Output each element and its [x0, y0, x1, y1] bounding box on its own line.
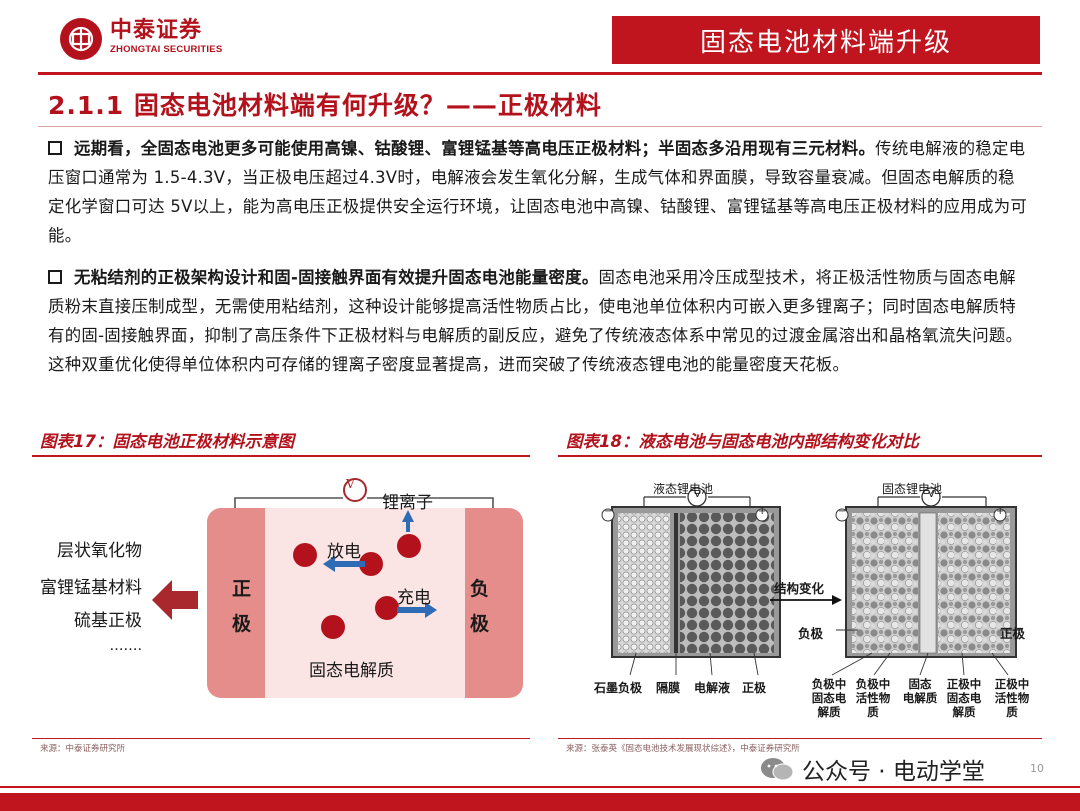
battery-structure-diagram: [601, 487, 1022, 676]
liquid-label-separator: 隔膜: [656, 681, 681, 695]
structure-change-arrow-icon: [832, 595, 842, 605]
solid-plus-icon: [993, 508, 1007, 522]
paragraph-2-body: 固态电池采用冷压成型技术，将正极活性物质与固态电解质粉末直接压制成型，无需使用粘…: [48, 268, 1023, 374]
cathode-block: [207, 508, 265, 698]
liquid-battery-title: 液态锂电池: [653, 482, 714, 496]
arrow-left-icon: [152, 580, 198, 620]
liquid-minus-icon: [601, 508, 615, 522]
battery-body: [207, 508, 523, 698]
li-ion-dot: [359, 552, 383, 576]
figure-18-source-rule: [558, 738, 1042, 739]
discharge-label: 放电: [327, 542, 361, 562]
page-number: 10: [1030, 762, 1044, 775]
solid-voltmeter-label: V: [928, 489, 935, 500]
title-divider: [38, 126, 1042, 127]
anode-block: [465, 508, 523, 698]
li-ion-up-arrow-icon: [402, 510, 414, 532]
anode-label-1: 负: [470, 578, 490, 600]
paragraph-1-lead: 远期看，全固态电池更多可能使用高镍、钴酸锂、富锂锰基等高电压正极材料；半固态多沿…: [74, 139, 876, 158]
solid-label-cathode-electrolyte: 正极中 固态电 解质: [946, 677, 982, 719]
solid-plus-label: +: [996, 506, 1005, 517]
brand: 中泰证券 ZHONGTAI SECURITIES: [110, 18, 222, 55]
solid-battery-title: 固态锂电池: [882, 482, 943, 496]
figure-17-title: 图表17：固态电池正极材料示意图: [40, 432, 294, 451]
zhongtai-logo-icon: [60, 18, 102, 60]
cathode-diagram: [207, 478, 523, 698]
solid-voltmeter-icon: [921, 487, 941, 507]
li-ion-dot: [397, 534, 421, 558]
cathode-label-2: 极: [232, 613, 252, 635]
footer-rule: [0, 786, 1080, 788]
solid-electrolyte-label: 固态电解质: [309, 661, 394, 681]
structure-change-label: 结构变化: [774, 581, 825, 596]
li-ion-dot: [293, 543, 317, 567]
liquid-label-cathode: 正极: [742, 681, 767, 695]
liquid-voltmeter-icon: [687, 487, 707, 507]
solid-anode-layer: [852, 513, 918, 653]
graphite-anode-layer: [618, 513, 670, 653]
figure-18-source: 来源：张泰英《固态电池技术发展现状综述》，中泰证券研究所: [566, 744, 800, 754]
charge-label: 充电: [397, 588, 431, 608]
figure-17-source: 来源：中泰证券研究所: [40, 744, 126, 754]
solid-minus-icon: [835, 508, 849, 522]
paragraph-2: 无粘结剂的正极架构设计和固-固接触界面有效提升固态电池能量密度。固态电池采用冷压…: [48, 263, 1028, 379]
page-title: 2.1.1 固态电池材料端有何升级？——正极材料: [48, 91, 602, 120]
solid-cathode-side-label: 正极: [1000, 626, 1026, 641]
header-divider: [38, 72, 1042, 75]
solid-electrolyte-layer: [919, 512, 937, 654]
material-ellipsis: …….: [109, 638, 142, 654]
bullet-square-icon: [48, 141, 62, 155]
footer-bar: [0, 793, 1080, 811]
material-li-rich-mn: 富锂锰基材料: [40, 578, 142, 598]
li-ion-dot: [375, 596, 399, 620]
solid-cathode-layer: [938, 513, 1010, 653]
li-ion-label: 锂离子: [382, 493, 433, 513]
discharge-arrow-icon: [323, 556, 365, 572]
paragraph-2-lead: 无粘结剂的正极架构设计和固-固接触界面有效提升固态电池能量密度。: [74, 268, 599, 287]
figure-18-title: 图表18：液态电池与固态电池内部结构变化对比: [566, 432, 919, 451]
paragraph-1-body: 传统电解液的稳定电压窗口通常为 1.5-4.3V，当正极电压超过4.3V时，电解…: [48, 139, 1028, 245]
brand-name: 中泰证券: [110, 18, 203, 43]
liquid-label-electrolyte: 电解液: [694, 681, 731, 695]
solid-label-cathode-active: 正极中 活性物 质: [994, 677, 1030, 719]
solid-label-anode-active: 负极中 活性物 质: [855, 677, 891, 719]
solid-anode-side-label: 负极: [798, 626, 824, 641]
cathode-label-1: 正: [232, 578, 252, 600]
anode-label-2: 极: [470, 613, 490, 635]
liquid-label-graphite: 石墨负极: [594, 681, 643, 695]
liquid-plus-label: +: [758, 506, 767, 517]
liquid-voltmeter-label: V: [694, 489, 701, 500]
voltmeter-label: V: [346, 477, 355, 491]
material-sulfur-cathode: 硫基正极: [74, 611, 142, 631]
wechat-watermark: 公众号 · 电动学堂: [760, 752, 985, 786]
section-banner: 固态电池材料端升级: [612, 16, 1047, 71]
separator-layer: [674, 513, 678, 653]
figure-17-source-rule: [32, 738, 530, 739]
material-layered-oxide: 层状氧化物: [57, 541, 142, 561]
wechat-icon: [761, 758, 794, 781]
li-ion-dot: [321, 615, 345, 639]
solid-label-electrolyte: 固态 电解质: [902, 677, 938, 705]
liquid-plus-icon: [755, 508, 769, 522]
paragraph-1: 远期看，全固态电池更多可能使用高镍、钴酸锂、富锂锰基等高电压正极材料；半固态多沿…: [48, 134, 1028, 250]
voltmeter-icon: [343, 478, 367, 502]
wechat-account-name: 公众号 · 电动学堂: [802, 759, 985, 785]
figure-18-rule: [558, 455, 1042, 457]
solid-minus-label: −: [838, 506, 847, 517]
charge-arrow-icon: [397, 602, 437, 618]
liquid-minus-label: −: [604, 506, 613, 517]
liquid-cathode-layer: [680, 513, 774, 653]
brand-name-en: ZHONGTAI SECURITIES: [110, 44, 223, 55]
figure-17-rule: [32, 455, 530, 457]
solid-label-anode-electrolyte: 负极中 固态电 解质: [811, 677, 847, 719]
bullet-square-icon: [48, 270, 62, 284]
